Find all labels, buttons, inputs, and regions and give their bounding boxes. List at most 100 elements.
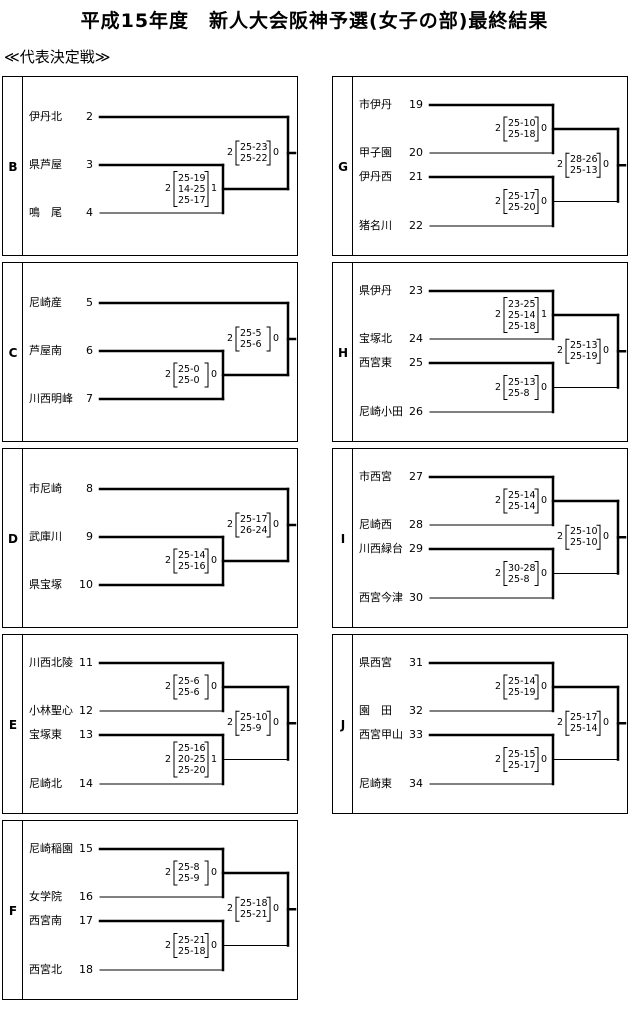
set-count-right: 0 — [211, 939, 218, 951]
set-count-right: 0 — [211, 369, 218, 380]
team-name: 尼崎小田 — [359, 405, 403, 418]
bracket-lines — [428, 475, 627, 600]
set-count-right: 0 — [273, 333, 280, 344]
team-name: 川西北陵 — [29, 656, 73, 669]
set-count-right: 0 — [541, 681, 548, 692]
set-score: 25-14 — [508, 490, 536, 501]
set-score: 25-6 — [178, 676, 200, 687]
bracket-lines — [98, 301, 297, 401]
set-score: 25-0 — [178, 364, 200, 375]
team-name: 猪名川 — [359, 219, 392, 232]
set-count-right: 0 — [273, 903, 280, 915]
block-letter: G — [338, 160, 348, 174]
team-name: 市西宮 — [359, 470, 392, 483]
set-count-left: 2 — [495, 309, 502, 320]
bracket-lines — [98, 115, 297, 215]
bracket-lines — [98, 847, 297, 972]
team-number: 13 — [79, 728, 93, 741]
block-letter-cell — [3, 449, 23, 627]
team-name: 尼崎西 — [359, 518, 392, 531]
set-count-right: 0 — [273, 519, 280, 530]
set-count-right: 1 — [211, 753, 218, 765]
set-score: 25-8 — [508, 387, 530, 399]
team-number: 19 — [409, 98, 423, 111]
team-name: 西宮北 — [29, 963, 62, 976]
set-score: 25-14 — [508, 309, 536, 321]
team-name: 県芦屋 — [29, 158, 62, 171]
team-number: 10 — [79, 578, 93, 591]
bracket-lines — [428, 289, 627, 414]
set-count-right: 1 — [211, 183, 218, 194]
set-score: 25-21 — [178, 934, 206, 946]
block-letter: H — [337, 346, 349, 360]
set-score: 25-6 — [240, 339, 262, 350]
team-number: 26 — [409, 405, 423, 418]
team-number: 23 — [409, 284, 423, 297]
block-letter: C — [8, 346, 18, 360]
set-score: 25-19 — [570, 351, 598, 363]
set-score: 26-24 — [240, 525, 268, 536]
set-score: 25-0 — [178, 375, 200, 386]
set-count-left: 2 — [557, 717, 564, 729]
bracket-lines — [98, 661, 297, 786]
team-number: 4 — [86, 206, 93, 219]
team-name: 芦屋南 — [29, 344, 62, 357]
page-title: 平成15年度 新人大会阪神予選(女子の部)最終結果 — [80, 10, 549, 32]
team-name: 西宮東 — [359, 356, 392, 369]
set-count-left: 2 — [495, 381, 502, 393]
set-score: 25-14 — [178, 550, 206, 561]
block-letter-cell — [3, 263, 23, 441]
team-number: 30 — [409, 591, 423, 604]
set-score: 23-25 — [508, 298, 536, 310]
team-number: 22 — [409, 219, 423, 232]
set-score: 25-15 — [508, 748, 536, 760]
team-name: 園 田 — [359, 704, 392, 717]
team-name: 武庫川 — [29, 530, 62, 543]
set-count-right: 0 — [541, 495, 548, 506]
set-count-left: 2 — [165, 681, 172, 692]
set-score: 25-18 — [240, 898, 268, 910]
set-count-left: 2 — [165, 369, 172, 380]
set-score: 25-19 — [178, 172, 206, 184]
team-number: 8 — [86, 482, 93, 495]
set-score: 25-13 — [570, 340, 598, 352]
block-letter: J — [340, 718, 346, 732]
set-count-right: 0 — [211, 555, 218, 566]
set-score: 14-25 — [178, 183, 206, 195]
set-score: 25-9 — [240, 723, 262, 735]
set-score: 25-18 — [508, 320, 536, 332]
team-number: 7 — [86, 392, 93, 405]
set-score: 25-8 — [178, 862, 200, 873]
block-letter: E — [8, 718, 18, 732]
set-count-right: 0 — [603, 717, 610, 729]
bracket-lines — [428, 661, 627, 786]
team-name: 市尼崎 — [29, 482, 62, 495]
set-count-right: 0 — [541, 123, 548, 134]
set-score: 25-13 — [508, 376, 536, 388]
block-letter-cell — [3, 77, 23, 255]
block-letter: B — [8, 160, 18, 174]
set-score: 25-13 — [570, 165, 598, 177]
set-count-left: 2 — [495, 681, 502, 692]
set-count-left: 2 — [495, 495, 502, 506]
set-score: 25-22 — [240, 153, 268, 164]
set-score: 25-17 — [178, 194, 206, 206]
set-score: 25-17 — [570, 712, 598, 724]
set-count-left: 2 — [227, 519, 234, 530]
set-count-left: 2 — [495, 195, 502, 207]
team-number: 21 — [409, 170, 423, 183]
team-number: 5 — [86, 296, 93, 309]
set-score: 25-23 — [240, 142, 268, 153]
set-count-left: 2 — [165, 867, 172, 878]
team-name: 県宝塚 — [29, 578, 62, 591]
team-number: 31 — [409, 656, 423, 669]
set-score: 25-10 — [240, 712, 268, 724]
set-score: 25-21 — [240, 909, 268, 921]
set-count-left: 2 — [495, 567, 502, 579]
team-name: 小林聖心 — [29, 704, 73, 717]
set-score: 25-9 — [178, 873, 200, 884]
set-count-right: 1 — [541, 309, 548, 320]
